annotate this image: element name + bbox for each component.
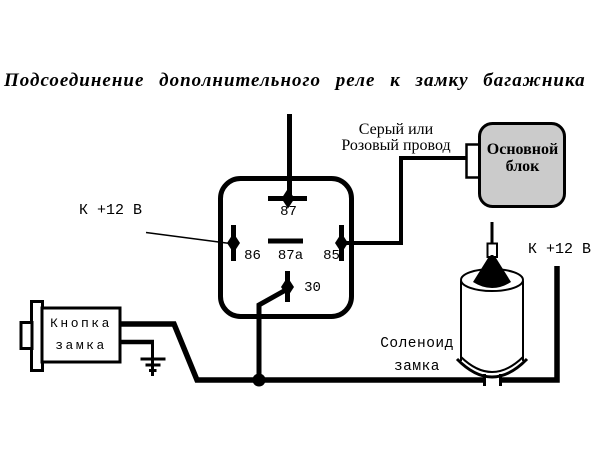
main-block-box: [478, 122, 566, 208]
main-block-label-line1: Основной: [486, 141, 559, 158]
wire-button-to-rail: [120, 321, 484, 383]
pin-85-contact-dot: [335, 233, 348, 253]
lock-button-label-line2: замка: [55, 338, 107, 353]
wire-rail-to-plus12: [500, 266, 560, 383]
button-plug-inner: [19, 321, 34, 350]
lock-button-label-line1: Кнопка: [50, 316, 112, 331]
solenoid-bottom-inner-arc: [460, 356, 524, 373]
wire-pin30-to-rail: [256, 286, 289, 380]
pin-87-contact-dot: [281, 188, 295, 209]
relay-outline: [218, 176, 354, 319]
lock-solenoid-label-line2: замка: [393, 359, 440, 375]
lock-button-label: Кнопка замка: [43, 313, 119, 357]
pin-85-label: 85: [323, 248, 340, 264]
diagram-title: Подсоединение дополнительного реле к зам…: [4, 70, 586, 91]
wire-color-note: Серый или Розовый провод: [326, 122, 466, 154]
pin-87-label: 87: [280, 204, 297, 220]
solenoid-connector: [486, 242, 498, 258]
main-block-label-line2: блок: [505, 158, 540, 175]
pin-86-contact-dot: [227, 233, 240, 253]
pin-30-label: 30: [304, 280, 321, 296]
lock-solenoid-label-line1: Соленоид: [380, 336, 454, 352]
solenoid-bottom-flange-arc: [455, 357, 529, 379]
wire-color-note-line1: Серый или: [358, 121, 434, 138]
right-power-label: К +12 В: [528, 241, 592, 258]
main-block-label: Основной блок: [480, 141, 565, 175]
main-block-connector-tab: [465, 143, 481, 179]
pin-87a-label: 87a: [277, 248, 304, 264]
wire-color-note-line2: Розовый провод: [341, 137, 451, 154]
pointer-line-k12-to-pin86: [145, 231, 235, 245]
lock-solenoid-label: Соленоид замка: [374, 333, 460, 379]
pin-86-label: 86: [244, 248, 261, 264]
left-power-label: К +12 В: [79, 202, 143, 219]
solenoid-plunger-cone: [473, 258, 511, 288]
lock-button-box: [40, 306, 122, 364]
